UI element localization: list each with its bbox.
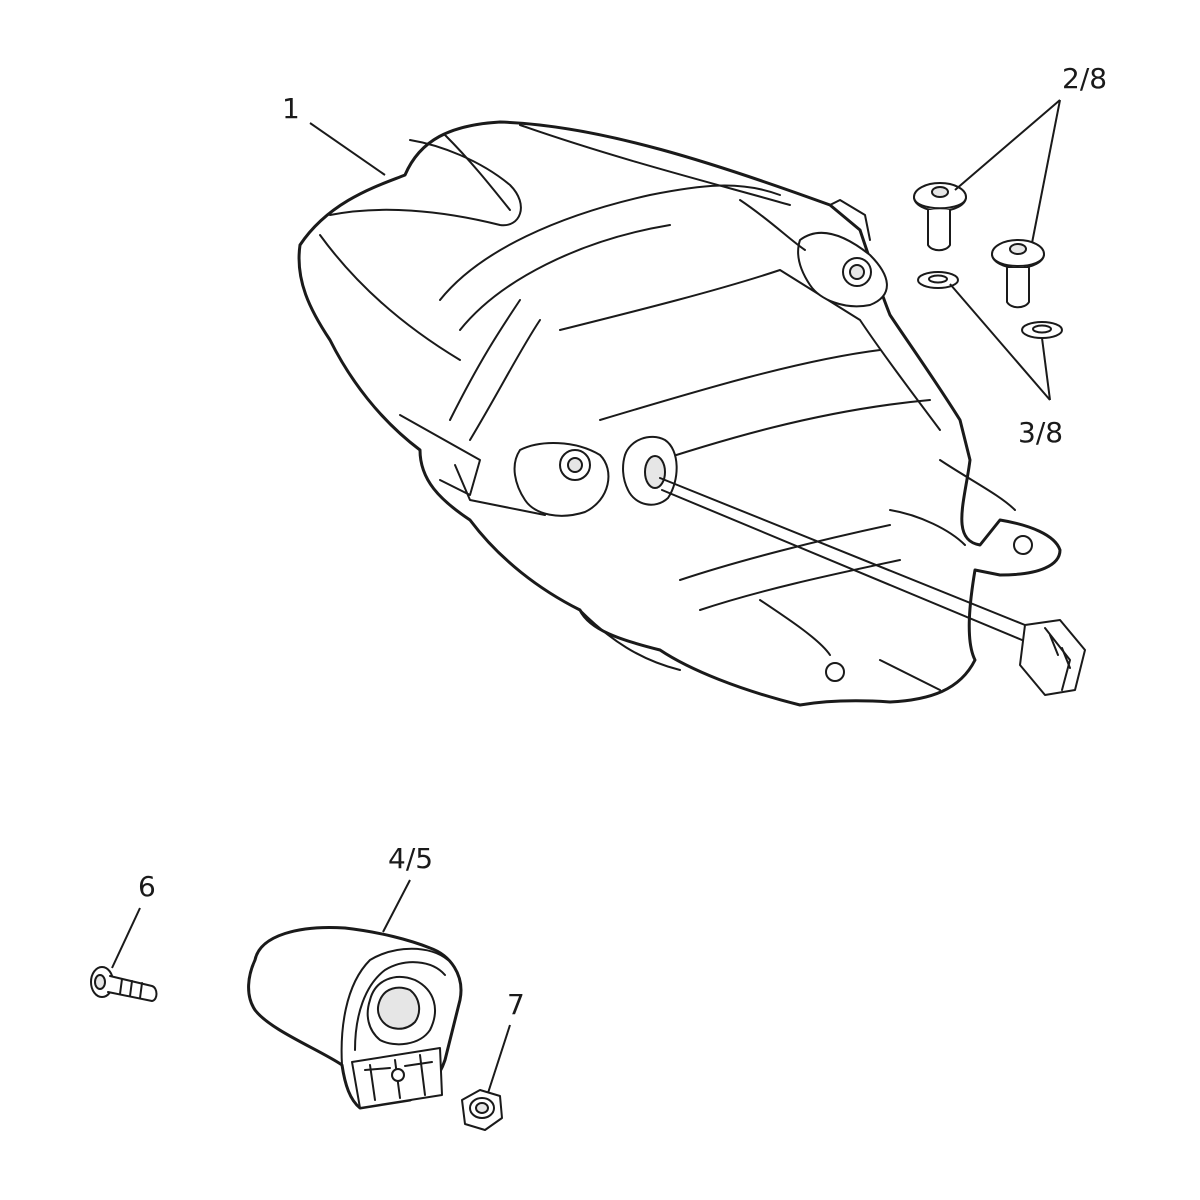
part-6-bolt bbox=[90, 966, 158, 1002]
part-2-screw-upper bbox=[913, 182, 967, 252]
part-3-washer-lower bbox=[1021, 321, 1063, 339]
leader-1 bbox=[309, 122, 386, 176]
part-4-lamp-assembly bbox=[247, 926, 463, 1110]
leader-3-b bbox=[1041, 337, 1051, 401]
leader-7 bbox=[487, 1024, 511, 1094]
part-7-nut bbox=[461, 1089, 503, 1131]
callout-4-5: 4/5 bbox=[388, 842, 433, 875]
callout-6: 6 bbox=[138, 870, 156, 903]
part-2-screw-lower bbox=[991, 239, 1045, 309]
leader-2-a bbox=[954, 99, 1061, 191]
leader-3-a bbox=[949, 283, 1051, 401]
part-1-housing bbox=[297, 120, 1086, 707]
callout-7: 7 bbox=[507, 988, 525, 1021]
callout-1: 1 bbox=[282, 92, 300, 125]
leader-4 bbox=[382, 879, 411, 933]
leader-6 bbox=[111, 907, 141, 969]
callout-3-8: 3/8 bbox=[1018, 416, 1063, 449]
leader-2-b bbox=[1031, 99, 1061, 244]
part-3-washer-upper bbox=[917, 271, 959, 289]
callout-2-8: 2/8 bbox=[1062, 62, 1107, 95]
